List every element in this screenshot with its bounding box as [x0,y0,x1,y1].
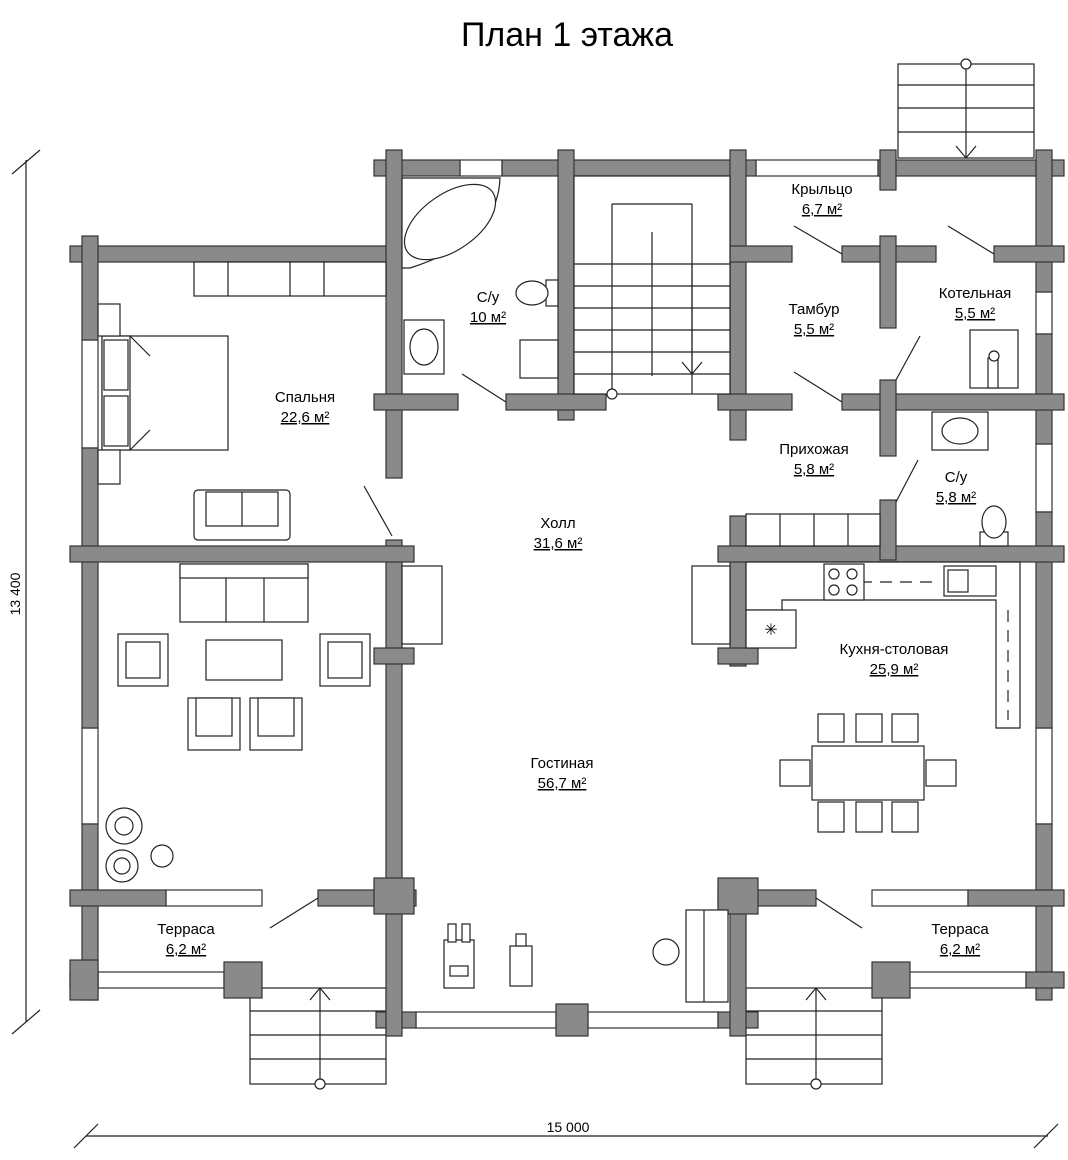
room-name-kholl: Холл [540,515,575,532]
armchairs [117,633,371,751]
room-name-kukhnya: Кухня-столовая [840,641,949,658]
room-area-prikhozhaya: 5,8 м² [794,461,834,478]
windows [81,159,1053,1029]
porch-stairs-top [897,58,1035,159]
washer [519,339,559,379]
dimension-width: 15 000 [73,1119,1059,1149]
room-area-terrasa-left: 6,2 м² [166,941,206,958]
width-dimension-label: 15 000 [547,1119,590,1135]
boiler [969,329,1019,389]
room-name-spalnya: Спальня [275,389,335,406]
room-name-su-top: С/у [477,289,500,306]
bedroom-sofa [193,489,291,541]
room-area-kotelnaya: 5,5 м² [955,305,995,322]
room-name-terrasa-left: Терраса [157,921,215,938]
central-staircase [573,175,731,400]
room-area-kryltso: 6,7 м² [802,201,842,218]
hall-cabinet [401,565,443,645]
terrace-stairs-right [745,987,883,1090]
nightstand-top [97,303,121,337]
dining-table [779,713,957,833]
plan-title: План 1 этажа [461,16,673,54]
walls [69,149,1065,1037]
stove [823,563,865,601]
room-area-spalnya: 22,6 м² [281,409,330,426]
room-area-kholl: 31,6 м² [534,535,583,552]
door-swings [269,225,995,929]
room-labels: Крыльцо 6,7 м² С/у 10 м² Тамбур 5,5 м² К… [157,181,1011,958]
room-area-su-top: 10 м² [470,309,506,326]
room-name-prikhozhaya: Прихожая [779,441,849,458]
room-area-terrasa-right: 6,2 м² [940,941,980,958]
nightstand-bottom [97,449,121,485]
terrace-stairs-left [249,987,387,1090]
room-area-gostinaya: 56,7 м² [538,775,587,792]
kitchen-sink [943,565,997,597]
svg-text:✳: ✳ [764,622,777,639]
room-area-su-right: 5,8 м² [936,489,976,506]
wardrobe [193,261,387,297]
room-name-tambur: Тамбур [789,301,840,318]
hall-shelf [745,513,881,547]
bed [101,335,229,451]
bathtub [401,177,501,269]
room-name-su-right: С/у [945,469,968,486]
room-name-kryltso: Крыльцо [791,181,852,198]
room-name-kotelnaya: Котельная [939,285,1012,302]
room-area-kukhnya: 25,9 м² [870,661,919,678]
fridge [691,565,731,645]
sink-right [931,411,989,451]
height-dimension-label: 13 400 [7,572,23,615]
toilet-right [979,505,1009,547]
plants [105,807,174,883]
bottom-items [443,909,729,1003]
room-name-gostinaya: Гостиная [531,755,594,772]
room-name-terrasa-right: Терраса [931,921,989,938]
room-area-tambur: 5,5 м² [794,321,834,338]
toilet-top [515,279,559,307]
coffee-table [205,639,283,681]
sink-top [403,319,445,375]
dimension-height: 13 400 [7,149,41,1035]
living-sofa [179,563,309,623]
